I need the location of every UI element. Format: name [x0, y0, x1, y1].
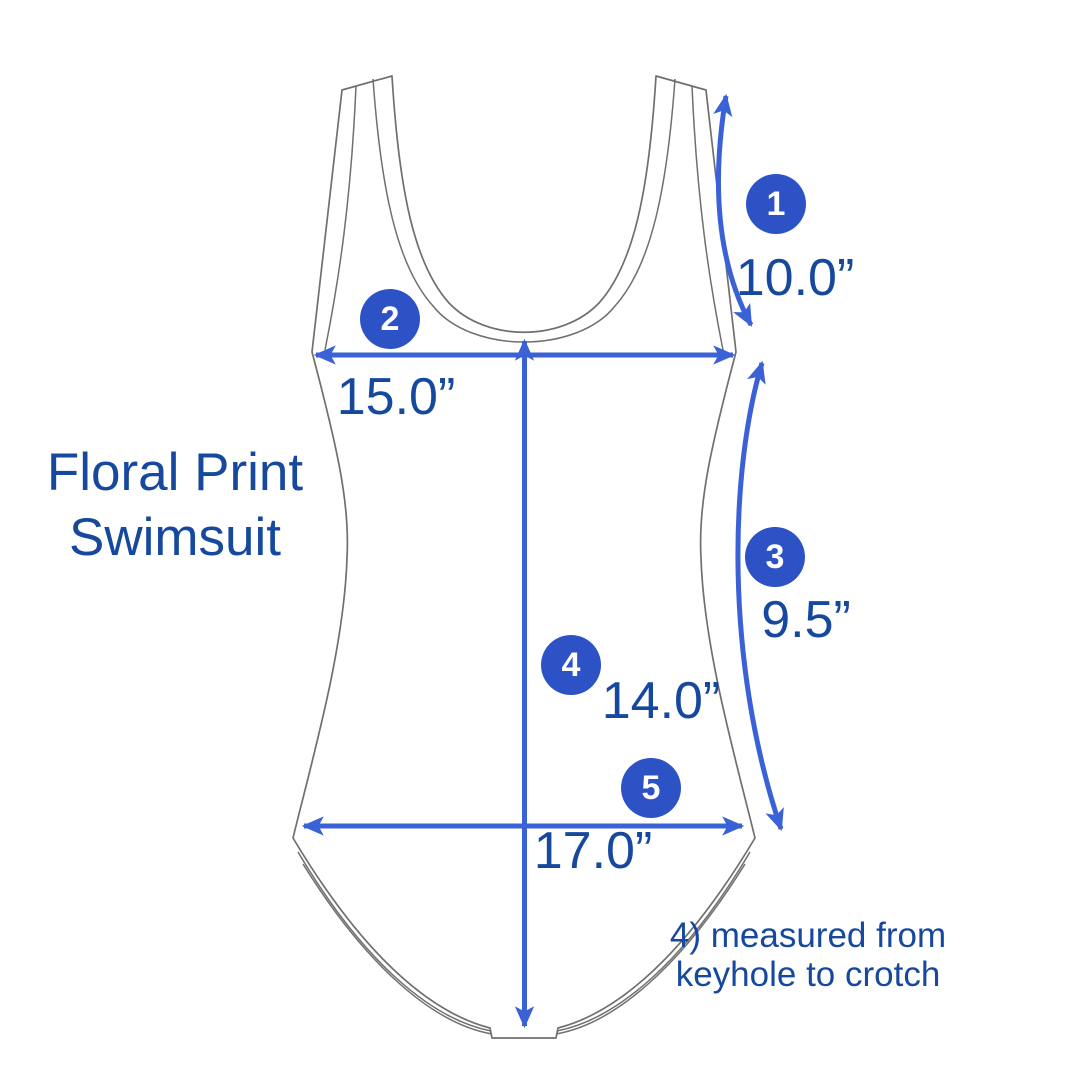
measurement-badge-1: 1: [746, 174, 806, 234]
left-leg-trim-line-2: [302, 863, 493, 1035]
measurement-footnote-line2: keyhole to crotch: [675, 955, 941, 994]
measurement-arrow-3-side: [735, 360, 784, 832]
right-leg-trim-line-2: [555, 863, 746, 1035]
product-title-line1: Floral Print: [46, 443, 304, 502]
measurement-badge-4: 4: [541, 635, 601, 695]
measurement-value-4: 14.0”: [601, 672, 721, 730]
measurement-badge-1-number: 1: [766, 184, 786, 223]
measurement-badge-2: 2: [360, 289, 420, 349]
measurement-footnote-line1: 4) measured from: [669, 916, 947, 955]
product-title-line2: Swimsuit: [68, 508, 282, 567]
measurement-value-5: 17.0”: [533, 822, 653, 880]
measurement-badge-2-number: 2: [380, 299, 400, 338]
measurement-value-3: 9.5”: [761, 591, 851, 649]
measurement-badge-5: 5: [621, 758, 681, 818]
product-title: Floral Print Swimsuit: [14, 440, 336, 570]
measurement-arrow-1-strap: [713, 93, 754, 327]
left-strap-stitch-line: [324, 85, 357, 351]
measurement-badge-3-number: 3: [765, 537, 785, 576]
left-leg-trim-line-1: [297, 851, 492, 1032]
measurement-badge-4-number: 4: [561, 645, 581, 684]
measurement-badge-3: 3: [745, 527, 805, 587]
measurement-value-1: 10.0”: [735, 249, 855, 307]
right-leg-trim-line-1: [556, 851, 751, 1032]
measurement-value-2: 15.0”: [336, 368, 456, 426]
measurement-footnote: 4) measured from keyhole to crotch: [647, 916, 969, 994]
measurement-badge-5-number: 5: [641, 768, 661, 807]
